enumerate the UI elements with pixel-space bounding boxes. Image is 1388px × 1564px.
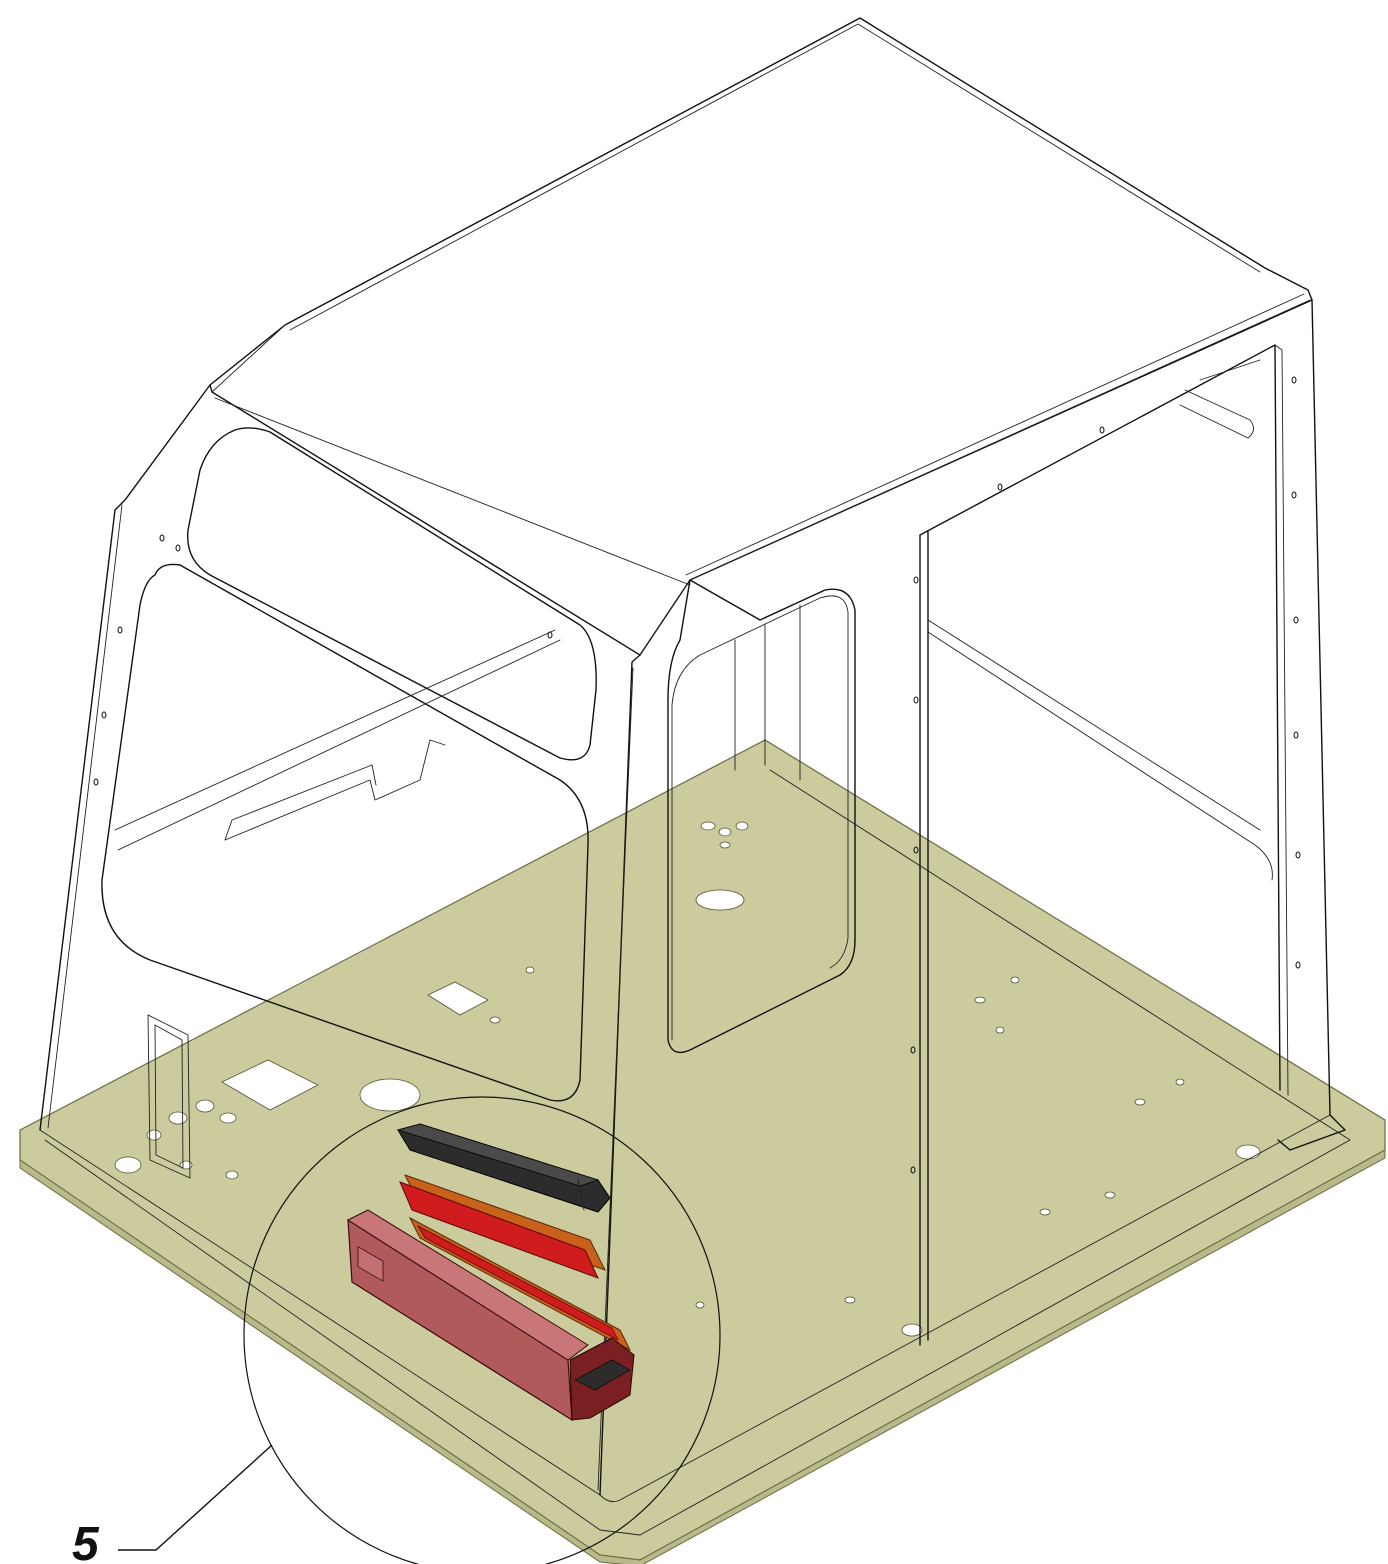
- round-hole: [219, 1112, 237, 1124]
- base-plate-surface: [19, 739, 1386, 1561]
- roof-front-edge: [211, 324, 691, 586]
- round-hole: [1134, 1098, 1146, 1106]
- round-hole: [195, 1099, 215, 1113]
- battery-tray-lip: [574, 1359, 631, 1391]
- left-lower-cutout: [147, 1014, 191, 1179]
- rear-right-panel: [1277, 299, 1346, 1151]
- round-hole: [995, 1026, 1005, 1034]
- round-hole: [168, 1111, 188, 1125]
- rear-right-inner: [1274, 344, 1289, 1096]
- detail-callout: 5: [72, 1096, 721, 1564]
- round-hole: [525, 966, 535, 974]
- base-plate-holes: [114, 821, 1261, 1337]
- round-hole: [1175, 1078, 1185, 1086]
- mounting-rod: [577, 1177, 585, 1211]
- detail-circle-icon: [243, 1096, 721, 1564]
- round-hole: [489, 1016, 501, 1024]
- rear-crossbeam: [114, 629, 561, 851]
- left-side-panel: [39, 384, 641, 1496]
- door-frame-inner: [671, 595, 849, 1041]
- round-hole: [1235, 1144, 1261, 1160]
- round-hole: [359, 1078, 421, 1112]
- bottom-flange: [39, 1114, 1331, 1503]
- callout-label: 5: [72, 1518, 100, 1564]
- square-cutout: [221, 1059, 319, 1111]
- round-hole: [146, 1129, 162, 1141]
- battery-label-plate: [357, 1246, 384, 1282]
- round-hole: [735, 821, 749, 831]
- battery-top-face: [346, 1209, 589, 1361]
- round-hole: [844, 1296, 856, 1304]
- round-hole: [719, 841, 731, 849]
- base-plate-flange: [44, 769, 1351, 1536]
- door-frame: [667, 579, 856, 1054]
- upper-window-opening: [186, 427, 597, 761]
- round-hole: [1104, 1191, 1116, 1199]
- round-hole: [225, 1170, 239, 1180]
- round-hole: [114, 1156, 142, 1174]
- round-hole: [718, 827, 732, 837]
- round-hole: [695, 1301, 705, 1309]
- round-hole: [901, 1323, 923, 1337]
- roof-panel: [209, 17, 1313, 656]
- rear-inner-frame: [1179, 359, 1261, 439]
- interior-pillar-lines: [734, 604, 801, 781]
- round-hole: [1039, 1208, 1051, 1216]
- square-cutout: [427, 981, 489, 1016]
- base-plate-edge: [19, 1149, 1386, 1564]
- right-side-rail: [927, 619, 1273, 881]
- round-hole: [700, 821, 716, 831]
- base-plate: [19, 739, 1386, 1564]
- leader-line-icon: [118, 1444, 273, 1551]
- rear-crossbeam-channel: [224, 764, 377, 841]
- round-hole: [974, 996, 986, 1004]
- roof-bevel: [639, 293, 1311, 656]
- round-hole: [1010, 976, 1020, 984]
- red-bracket: [399, 1181, 599, 1279]
- red-rail: [416, 1224, 619, 1341]
- slot-hole: [695, 889, 745, 911]
- roof-inner-line: [289, 23, 1261, 331]
- black-connector-top: [396, 1123, 600, 1187]
- left-window-opening: [101, 563, 589, 1102]
- panel-mounting-holes: [93, 376, 1301, 1174]
- battery-assembly: [346, 1123, 635, 1422]
